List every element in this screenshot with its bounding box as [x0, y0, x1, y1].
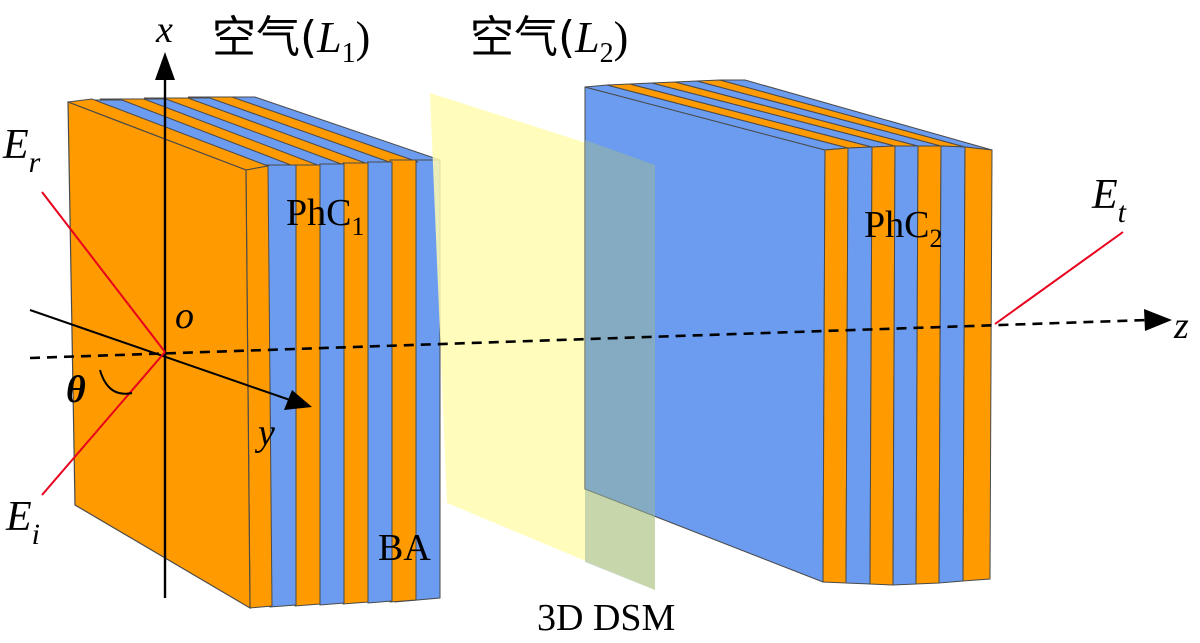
y-axis-arrowhead [284, 390, 312, 410]
phc1-stack [67, 96, 441, 610]
ba-label: BA [378, 527, 431, 569]
dsm-label: 3D DSM [537, 597, 675, 639]
ei-label: Ei [5, 494, 40, 551]
phc2-layer-orange-4 [962, 146, 993, 582]
phc2-stack [584, 79, 993, 590]
phc2-layer-orange-1 [822, 147, 849, 584]
reflected-ray-er [41, 191, 166, 353]
phc2-label: PhC2 [864, 204, 942, 253]
z-axis-arrowhead [1144, 309, 1172, 331]
transmitted-ray-et [994, 231, 1124, 325]
z-axis [29, 309, 1172, 360]
axis-x-label: x [155, 9, 173, 51]
origin-label: o [175, 295, 194, 337]
x-axis-arrowhead [155, 52, 175, 80]
y-axis [29, 309, 312, 410]
air-l1-label: 空气(L1) [212, 12, 370, 69]
dsm-overlap [585, 140, 655, 590]
x-axis [155, 52, 175, 598]
axis-y-label: y [254, 412, 275, 454]
air-l2-label: 空气(L2) [470, 12, 628, 69]
phc1-label: PhC1 [286, 192, 364, 241]
et-label: Et [1091, 172, 1127, 229]
axis-z-label: z [1173, 305, 1189, 347]
er-label: Er [2, 122, 41, 179]
theta-label: θ [66, 369, 86, 411]
phc2-layer-blue-3 [938, 145, 966, 584]
theta-angle-arc [99, 369, 133, 395]
incident-ray-ei [41, 351, 166, 496]
